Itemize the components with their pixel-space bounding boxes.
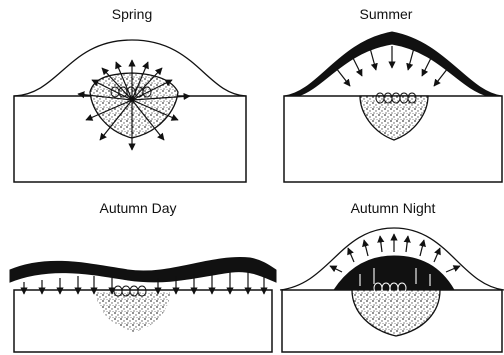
panel-summer bbox=[284, 32, 502, 182]
panel-autumn-day bbox=[10, 258, 276, 352]
air-dome-summer bbox=[284, 32, 502, 96]
cloud-layer-autumn-day bbox=[10, 258, 276, 282]
panel-autumn-night bbox=[280, 228, 504, 352]
cold-air-pool-autumn-night bbox=[334, 256, 454, 290]
panel-spring bbox=[14, 40, 246, 182]
